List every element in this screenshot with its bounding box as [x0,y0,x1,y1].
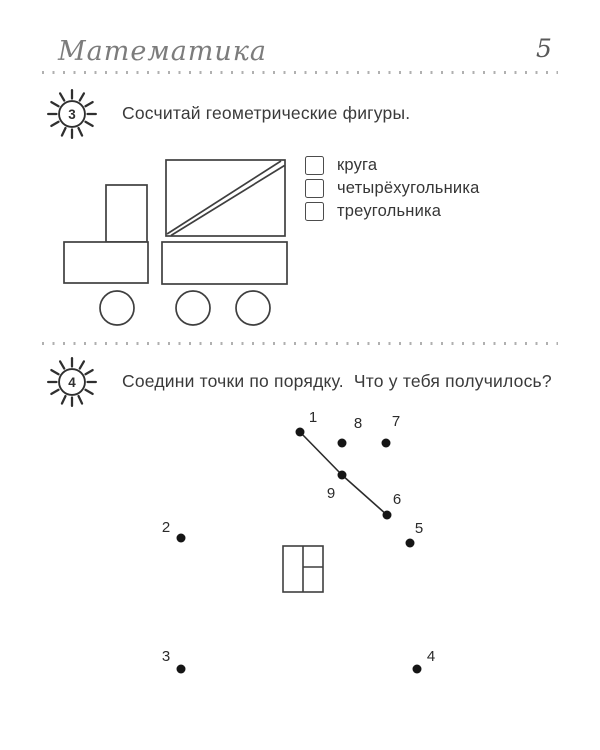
boxcar-diagonal-line-2 [170,164,285,237]
dot-point-4[interactable] [412,664,422,674]
wheel-circle-2 [175,290,211,326]
dot-label-8: 8 [354,415,362,432]
dot-point-8[interactable] [337,438,347,448]
dot-label-9: 9 [327,485,335,502]
dot-point-6[interactable] [382,510,392,520]
exercise-number: 4 [68,375,76,390]
circles-count-checkbox[interactable] [305,155,324,175]
dotted-separator-middle [42,342,558,345]
exercise-4-instruction: Соедини точки по порядку. Что у тебя пол… [122,371,552,391]
answer-row-circles: круга [305,155,479,175]
boxcar-rectangle [165,159,286,237]
trailer-rectangle [161,241,288,285]
dot-to-dot-figure: 1 2 3 4 56 7 8 9 [162,409,435,674]
dot-point-2[interactable] [176,533,186,543]
triangles-count-checkbox[interactable] [305,201,324,221]
sun-badge-icon: 4 [47,357,97,407]
dot-point-7[interactable] [381,438,391,448]
exercise-number: 3 [68,107,75,122]
dot-label-7: 7 [392,413,400,430]
dotted-separator-top [42,71,558,74]
answer-row-triangles: треугольника [305,201,479,221]
cab-bottom-rectangle [63,241,149,284]
answer-label: четырёхугольника [337,178,480,197]
dot-label-3: 3 [162,648,170,665]
answer-label: треугольника [337,201,442,220]
sun-badge-icon: 3 [47,89,97,139]
wheel-circle-3 [235,290,271,326]
wheel-circle-1 [99,290,135,326]
quadrilaterals-count-checkbox[interactable] [305,178,324,198]
cab-top-rectangle [105,184,148,243]
connected-segment-1-9 [299,431,343,476]
answer-list: круга четырёхугольника треугольника [305,155,479,224]
connected-segment-9-6 [341,474,388,516]
dot-label-5: 5 [415,520,423,537]
train-figure [63,159,288,326]
boxcar-diagonal-line-1 [166,160,282,235]
dot-label-1: 1 [309,409,317,426]
page-title: Математика [58,36,268,67]
dot-point-3[interactable] [176,664,186,674]
answer-label: круга [337,155,378,174]
dot-point-1[interactable] [295,427,305,437]
dot-label-4: 4 [427,648,435,665]
dot-label-6: 6 [393,491,401,508]
page-number: 5 [536,34,552,63]
exercise-3-instruction: Сосчитай геометрические фигуры. [122,103,411,123]
dot-point-5[interactable] [405,538,415,548]
dot-label-2: 2 [162,519,170,536]
answer-row-quadrilaterals: четырёхугольника [305,178,479,198]
dot-point-9[interactable] [337,470,347,480]
